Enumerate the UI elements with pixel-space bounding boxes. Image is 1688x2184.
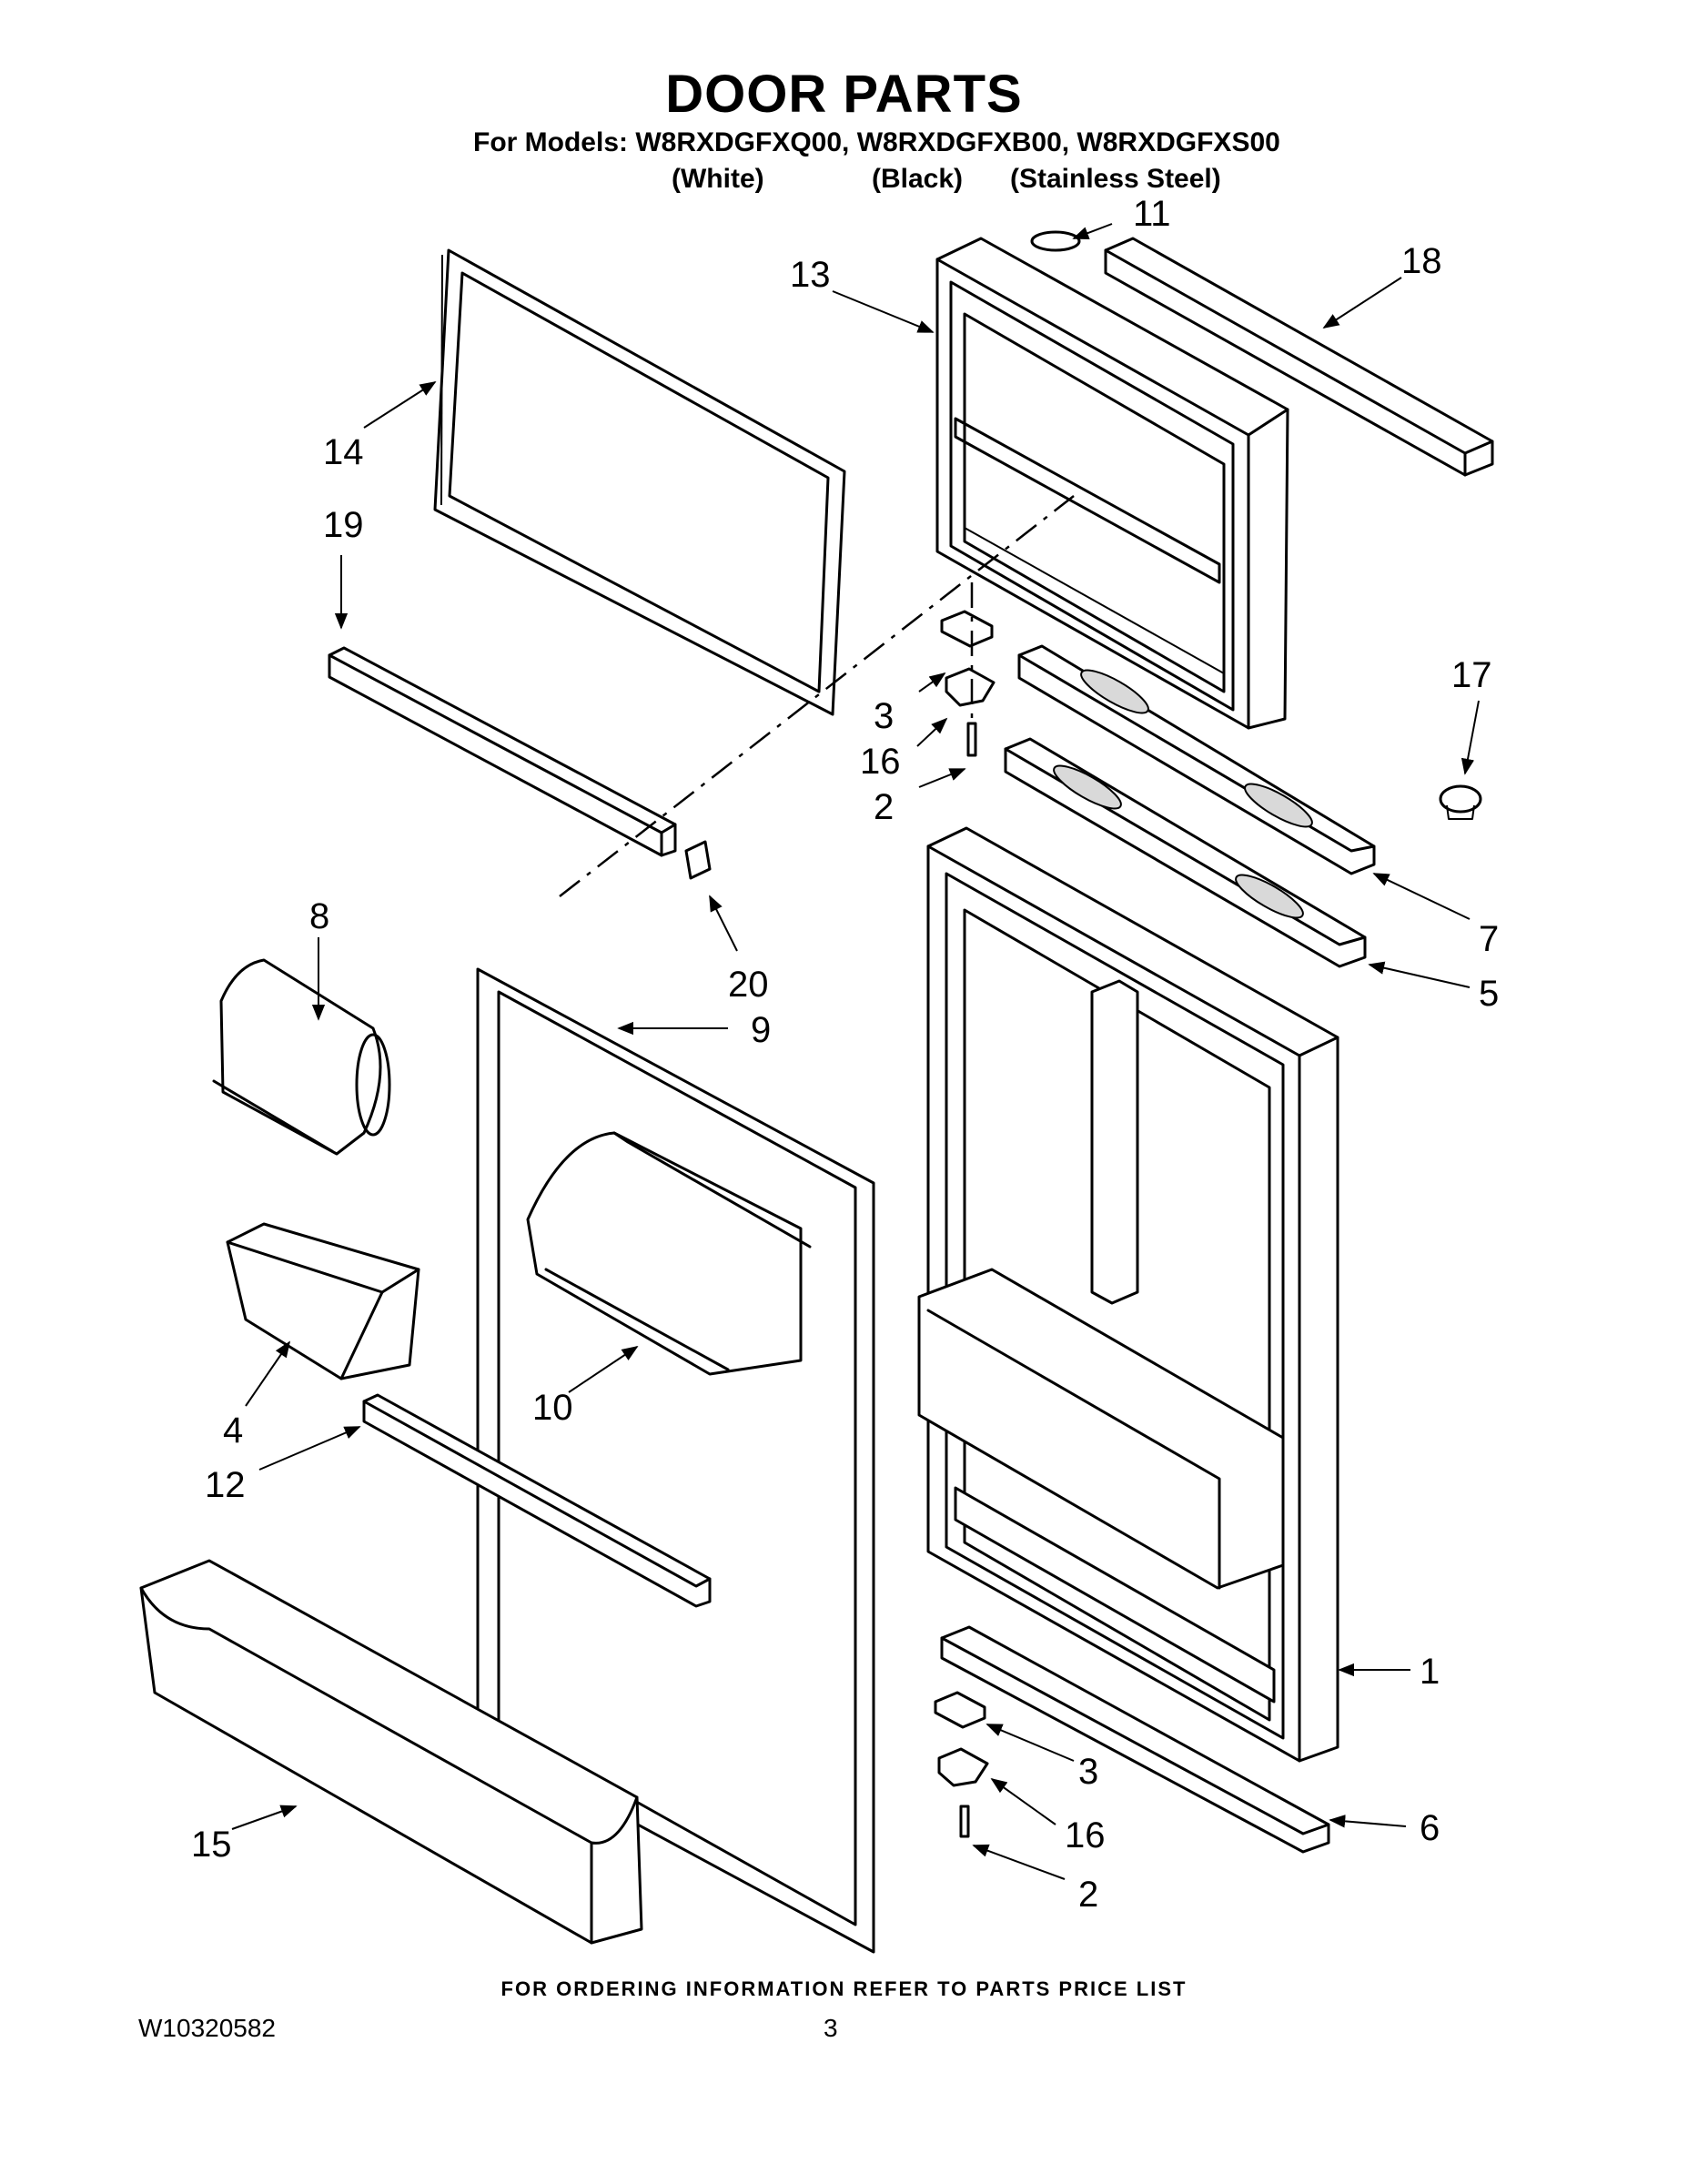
callout-4: 4 (223, 1410, 243, 1451)
callout-13: 13 (790, 255, 831, 295)
variant-black: (Black) (872, 164, 964, 194)
part-1-fresh-food-door (917, 826, 1339, 1763)
part-8-dairy-door (212, 958, 391, 1156)
callout-9: 9 (751, 1010, 771, 1050)
page-title: DOOR PARTS (665, 65, 1023, 124)
callout-5: 5 (1479, 974, 1499, 1014)
part-6-bottom-trim (940, 1625, 1330, 1854)
upper-hinge-parts (940, 582, 996, 757)
callout-17: 17 (1451, 655, 1492, 695)
part-19-trim-strip (328, 646, 677, 857)
part-17-plug (1439, 784, 1482, 820)
callout-2-lower: 2 (1078, 1875, 1098, 1915)
callout-18: 18 (1401, 241, 1442, 281)
part-4-small-bin (226, 1222, 420, 1380)
callout-leaders (231, 223, 1480, 1880)
callout-11: 11 (1133, 194, 1171, 234)
part-7-handle-trim (1017, 644, 1376, 875)
part-13-freezer-door (935, 237, 1289, 730)
part-14-freezer-gasket (433, 248, 846, 716)
models-line: For Models: W8RXDGFXQ00, W8RXDGFXB00, W8… (473, 127, 1280, 157)
callout-3-upper: 3 (874, 696, 894, 736)
alignment-line (559, 495, 1075, 897)
ordering-note: FOR ORDERING INFORMATION REFER TO PARTS … (500, 1977, 1188, 2000)
part-15-door-bin (139, 1559, 643, 1945)
callout-8: 8 (309, 896, 329, 936)
callout-2-upper: 2 (874, 787, 894, 827)
part-11-plug (1030, 230, 1081, 252)
lower-hinge-parts (934, 1691, 989, 1838)
callout-19: 19 (323, 505, 364, 545)
document-number: W10320582 (138, 2014, 277, 2042)
callout-15: 15 (191, 1825, 232, 1865)
callout-12: 12 (205, 1465, 246, 1505)
part-18-top-trim (1104, 237, 1494, 477)
part-5-handle-trim (1004, 737, 1367, 968)
callout-16-lower: 16 (1065, 1815, 1106, 1855)
callout-16-upper: 16 (860, 742, 901, 782)
callout-3-lower: 3 (1078, 1752, 1098, 1792)
callout-1: 1 (1420, 1652, 1440, 1692)
callout-7: 7 (1479, 919, 1499, 959)
variant-white: (White) (672, 164, 764, 194)
callout-10: 10 (532, 1388, 573, 1428)
part-10-dairy-bin (526, 1131, 812, 1376)
callout-6: 6 (1420, 1808, 1440, 1848)
callout-14: 14 (323, 432, 364, 472)
page-number: 3 (824, 2014, 838, 2042)
callout-20: 20 (728, 965, 769, 1005)
part-12-trim-strip (362, 1393, 712, 1608)
variant-stainless: (Stainless Steel) (1010, 164, 1221, 194)
part-20-clip (684, 840, 712, 880)
